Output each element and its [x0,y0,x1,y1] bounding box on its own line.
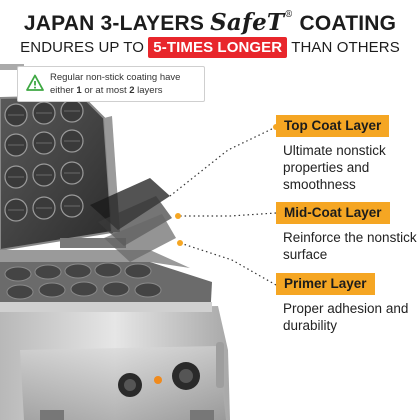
mid-coat-title: Mid-Coat Layer [276,202,390,224]
subline-before: ENDURES UP TO [20,39,145,56]
subheadline: ENDURES UP TO 5-TIMES LONGER THAN OTHERS [0,37,420,58]
primer-title: Primer Layer [276,273,375,295]
note-text: Regular non-stick coating have either 1 … [50,72,181,96]
waffle-machine-illustration [0,64,230,420]
callout-mid-coat: Mid-Coat Layer Reinforce the nonstick su… [276,202,419,263]
callout-primer: Primer Layer Proper adhesion and durabil… [276,273,419,334]
warning-icon [26,74,44,91]
regular-coating-note: Regular non-stick coating have either 1 … [17,66,205,102]
top-coat-desc: Ultimate nonstick properties and smoothn… [283,143,386,192]
headline-suffix: COATING [299,12,397,35]
mid-coat-desc: Reinforce the nonstick surface [283,230,417,262]
headline-prefix: JAPAN 3-LAYERS [23,12,205,35]
subline-after: THAN OTHERS [291,39,400,56]
top-coat-title: Top Coat Layer [276,115,390,137]
brand-logo: SafeT® [210,9,294,36]
subline-highlight: 5-TIMES LONGER [148,37,288,58]
primer-desc: Proper adhesion and durability [283,301,409,333]
callout-top-coat: Top Coat Layer Ultimate nonstick propert… [276,115,419,193]
headline: JAPAN 3-LAYERS SafeT® COATING [0,9,420,36]
